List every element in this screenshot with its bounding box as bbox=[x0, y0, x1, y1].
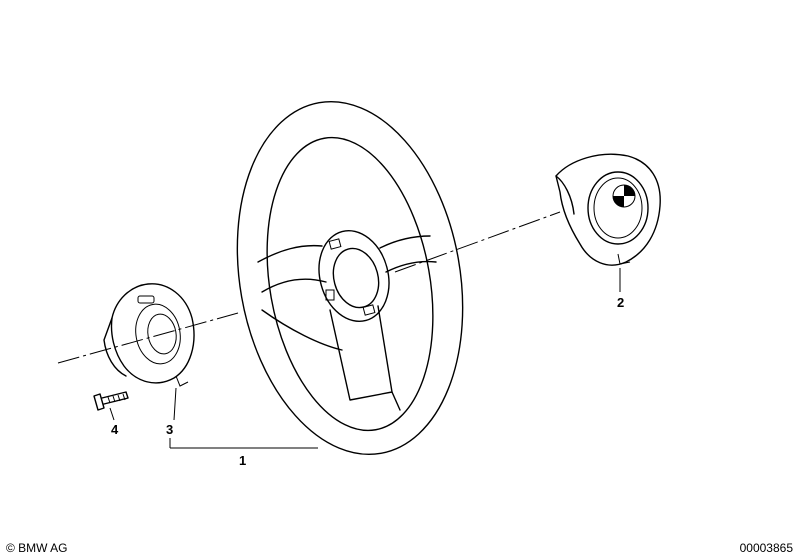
centre-axis-line bbox=[57, 211, 561, 364]
horn-pad-drawing bbox=[555, 153, 661, 266]
callout-part-2: 2 bbox=[617, 295, 625, 310]
callout-part-4: 4 bbox=[111, 422, 119, 437]
steering-wheel-drawing bbox=[236, 100, 464, 456]
drawing-number: 00003865 bbox=[739, 541, 793, 555]
hub-adapter-drawing bbox=[103, 283, 195, 387]
leader-lines bbox=[109, 268, 621, 449]
callout-part-3: 3 bbox=[166, 422, 174, 437]
copyright-notice: © BMW AG bbox=[6, 541, 68, 555]
screw-drawing bbox=[93, 391, 129, 411]
callout-part-1: 1 bbox=[239, 453, 247, 468]
